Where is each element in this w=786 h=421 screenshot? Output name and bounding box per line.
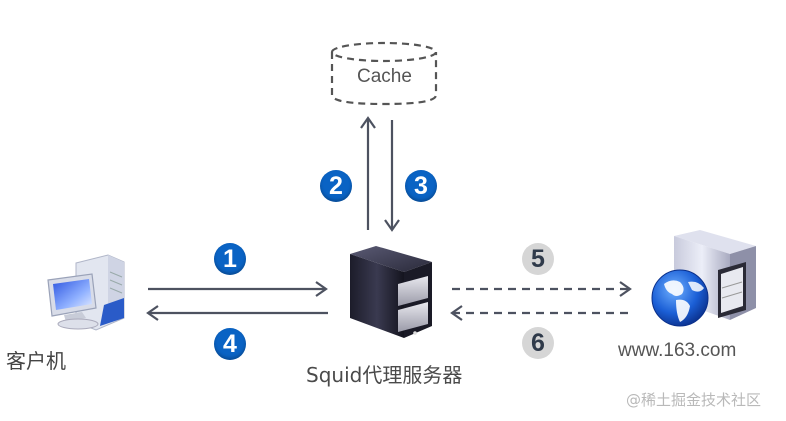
step-badge-3: 3 <box>405 170 437 202</box>
arrow-proxy-to-cache <box>360 116 376 230</box>
proxy-server-icon <box>350 246 432 338</box>
step-badge-6: 6 <box>522 327 554 359</box>
origin-label: www.163.com <box>618 340 737 361</box>
step-badge-5: 5 <box>522 243 554 275</box>
arrow-proxy-to-client <box>146 305 328 321</box>
client-computer-icon <box>47 254 125 331</box>
cache-label: Cache <box>357 66 412 87</box>
globe-icon <box>651 269 709 327</box>
step-badge-4: 4 <box>214 328 246 360</box>
watermark: @稀土掘金技术社区 <box>626 391 762 409</box>
step-badge-2: 2 <box>320 170 352 202</box>
arrow-proxy-to-origin <box>452 281 632 297</box>
cache-icon <box>330 41 438 106</box>
arrow-client-to-proxy <box>148 281 328 297</box>
proxy-label: Squid代理服务器 <box>306 363 463 387</box>
arrow-origin-to-proxy <box>450 305 628 321</box>
step-badge-1: 1 <box>214 243 246 275</box>
arrow-cache-to-proxy <box>384 120 400 232</box>
client-label: 客户机 <box>6 349 66 373</box>
